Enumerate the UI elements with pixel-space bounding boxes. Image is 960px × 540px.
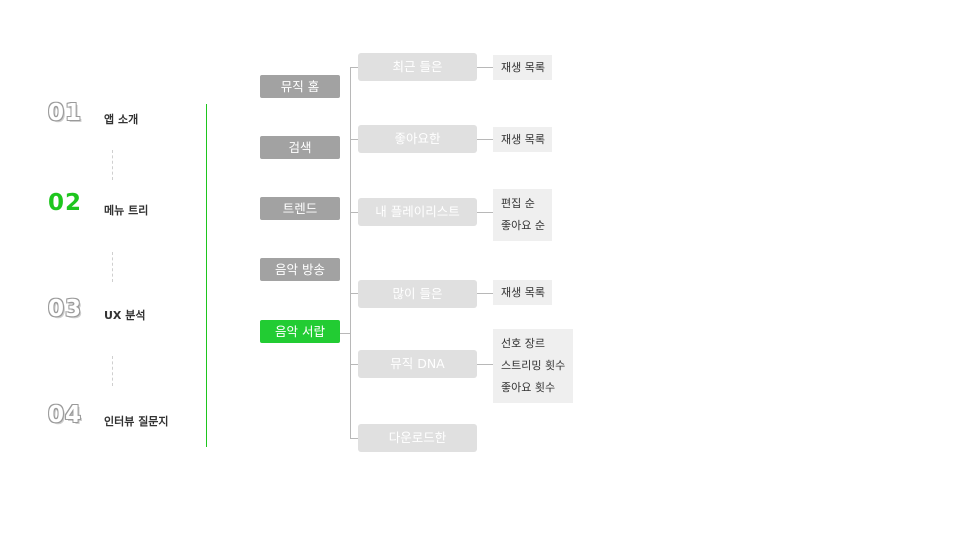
connector-line xyxy=(340,333,351,334)
step-divider xyxy=(112,356,113,386)
connector-line xyxy=(350,364,358,365)
submenu-downloaded[interactable]: 다운로드한 xyxy=(358,424,477,452)
submenu-recent[interactable]: 최근 들은 xyxy=(358,53,477,81)
connector-line xyxy=(477,212,493,213)
connector-line xyxy=(350,67,351,439)
step-number-03: 03 xyxy=(48,296,83,322)
detail-playlist: 편집 순 좋아요 순 xyxy=(493,189,552,241)
detail-item: 좋아요 횟수 xyxy=(501,381,556,394)
submenu-music-dna[interactable]: 뮤직 DNA xyxy=(358,350,477,378)
connector-line xyxy=(350,67,358,68)
step-label-ux-analysis[interactable]: UX 분석 xyxy=(104,309,146,322)
connector-line xyxy=(477,67,493,68)
step-label-menu-tree[interactable]: 메뉴 트리 xyxy=(104,204,149,217)
step-divider xyxy=(112,252,113,282)
menu-music-broadcast[interactable]: 음악 방송 xyxy=(260,258,340,281)
detail-item: 재생 목록 xyxy=(501,61,545,74)
detail-item: 편집 순 xyxy=(501,197,535,210)
step-label-interview[interactable]: 인터뷰 질문지 xyxy=(104,415,169,428)
detail-item: 스트리밍 횟수 xyxy=(501,359,566,372)
submenu-most-played[interactable]: 많이 들은 xyxy=(358,280,477,308)
submenu-my-playlist[interactable]: 내 플레이리스트 xyxy=(358,198,477,226)
connector-line xyxy=(477,364,493,365)
step-number-02: 02 xyxy=(48,190,83,216)
detail-item: 선호 장르 xyxy=(501,337,545,350)
detail-music-dna: 선호 장르 스트리밍 횟수 좋아요 횟수 xyxy=(493,329,573,403)
menu-music-home[interactable]: 뮤직 홈 xyxy=(260,75,340,98)
connector-line xyxy=(350,212,358,213)
menu-trend[interactable]: 트렌드 xyxy=(260,197,340,220)
step-number-04: 04 xyxy=(48,402,83,428)
step-label-app-intro[interactable]: 앱 소개 xyxy=(104,113,139,126)
detail-liked: 재생 목록 xyxy=(493,127,552,152)
menu-search[interactable]: 검색 xyxy=(260,136,340,159)
connector-line xyxy=(350,139,358,140)
detail-item: 재생 목록 xyxy=(501,133,545,146)
connector-line xyxy=(350,293,358,294)
detail-item: 좋아요 순 xyxy=(501,219,545,232)
connector-line xyxy=(350,438,358,439)
submenu-liked[interactable]: 좋아요한 xyxy=(358,125,477,153)
step-number-01: 01 xyxy=(48,100,83,126)
detail-most-played: 재생 목록 xyxy=(493,280,552,305)
connector-line xyxy=(477,293,493,294)
detail-recent: 재생 목록 xyxy=(493,55,552,80)
detail-item: 재생 목록 xyxy=(501,286,545,299)
menu-music-drawer[interactable]: 음악 서랍 xyxy=(260,320,340,343)
section-divider xyxy=(206,104,207,447)
step-divider xyxy=(112,150,113,180)
connector-line xyxy=(477,139,493,140)
